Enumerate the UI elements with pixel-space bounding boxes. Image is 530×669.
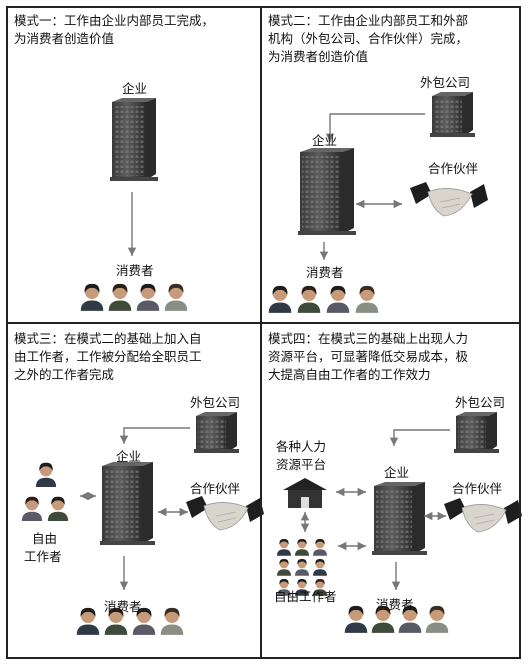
panel-2-enterprise-building-icon: [298, 148, 356, 235]
panel-3-consumers-label: 消费者: [104, 599, 142, 614]
panel-3-outsource-label: 外包公司: [190, 395, 241, 410]
person-avatar-icon: [313, 538, 327, 556]
person-avatar-icon: [344, 605, 368, 633]
panel-4-enterprise-label: 企业: [384, 465, 410, 480]
person-avatar-icon: [277, 538, 291, 556]
person-avatar-icon: [313, 558, 327, 576]
panel-2-handshake-icon: [410, 182, 488, 217]
panel-2-outsource-building-icon: [430, 92, 475, 137]
person-avatar-icon: [104, 607, 128, 635]
panel-1-enterprise-label: 企业: [122, 81, 148, 96]
panel-4-consumers-group: [344, 605, 449, 633]
panel-4-freelancers-group: [277, 538, 327, 596]
panel-2-title: 模式二：工作由企业内部员工和外部 机构（外包公司、合作伙伴）完成， 为消费者创造…: [268, 13, 469, 64]
panel-4-outsource-building-icon: [454, 412, 499, 453]
panel-2-consumers-label: 消费者: [306, 265, 344, 280]
person-avatar-icon: [160, 607, 184, 635]
person-avatar-icon: [35, 462, 57, 488]
person-avatar-icon: [277, 578, 291, 596]
person-avatar-icon: [164, 283, 188, 311]
person-avatar-icon: [76, 607, 100, 635]
person-avatar-icon: [268, 285, 292, 313]
panel-2-arrow-outsource: [325, 113, 425, 142]
person-avatar-icon: [295, 578, 309, 596]
panel-3-freelancer-label-2: 工作者: [24, 549, 62, 564]
panel-4-enterprise-building-icon: [372, 482, 427, 555]
panel-1-consumers-label: 消费者: [116, 263, 154, 278]
panel-3-handshake-icon: [186, 496, 264, 531]
person-avatar-icon: [425, 605, 449, 633]
person-avatar-icon: [371, 605, 395, 633]
panel-3-outsource-building-icon: [194, 412, 239, 453]
person-avatar-icon: [295, 558, 309, 576]
person-avatar-icon: [295, 538, 309, 556]
panel-3-enterprise-building-icon: [100, 462, 155, 545]
panel-1-consumers-group: [80, 283, 188, 311]
person-avatar-icon: [297, 285, 321, 313]
panel-3-enterprise-label: 企业: [116, 449, 142, 464]
person-avatar-icon: [398, 605, 422, 633]
panel-3-title: 模式三：在模式二的基础上加入自 由工作者，工作被分配给全职员工 之外的工作者完成: [14, 331, 202, 382]
panel-2-consumers-group: [268, 285, 379, 313]
panel-4-freelancers-label: 自由工作者: [274, 589, 337, 604]
panel-4-hr-platform-house-icon: [283, 478, 327, 508]
person-avatar-icon: [132, 607, 156, 635]
horizontal-divider: [6, 322, 521, 324]
panel-3-freelancers-group: [21, 462, 69, 522]
person-avatar-icon: [136, 283, 160, 311]
panel-2-enterprise-label: 企业: [312, 133, 338, 148]
person-avatar-icon: [355, 285, 379, 313]
panel-4-consumers-label: 消费者: [376, 597, 414, 612]
panel-3-freelancer-label-1: 自由: [32, 531, 58, 546]
panel-4-partner-label: 合作伙伴: [452, 481, 503, 496]
panel-3-arrow-outsource: [119, 427, 190, 444]
panel-1-title: 模式一：工作由企业内部员工完成， 为消费者创造价值: [14, 13, 215, 46]
panel-3-consumers-group: [76, 607, 184, 635]
panel-4-hr-label-1: 各种人力: [276, 439, 327, 454]
panel-2-partner-label: 合作伙伴: [428, 161, 479, 176]
person-avatar-icon: [277, 558, 291, 576]
person-avatar-icon: [326, 285, 350, 313]
person-avatar-icon: [313, 578, 327, 596]
person-avatar-icon: [47, 496, 69, 522]
panel-2-outsource-label: 外包公司: [420, 75, 471, 90]
diagram-frame: [6, 6, 521, 659]
panel-1-enterprise-building-icon: [110, 98, 158, 181]
panel-4-arrow-outsource: [389, 429, 450, 446]
panel-4-hr-label-2: 资源平台: [276, 457, 327, 472]
panel-4-title: 模式四：在模式三的基础上出现人力 资源平台，可显著降低交易成本，极 大提高自由工…: [268, 331, 469, 382]
panel-3-partner-label: 合作伙伴: [190, 481, 241, 496]
person-avatar-icon: [108, 283, 132, 311]
panel-4-handshake-icon: [444, 498, 522, 533]
person-avatar-icon: [21, 496, 43, 522]
person-avatar-icon: [80, 283, 104, 311]
panel-4-outsource-label: 外包公司: [455, 395, 506, 410]
vertical-divider: [260, 6, 262, 659]
